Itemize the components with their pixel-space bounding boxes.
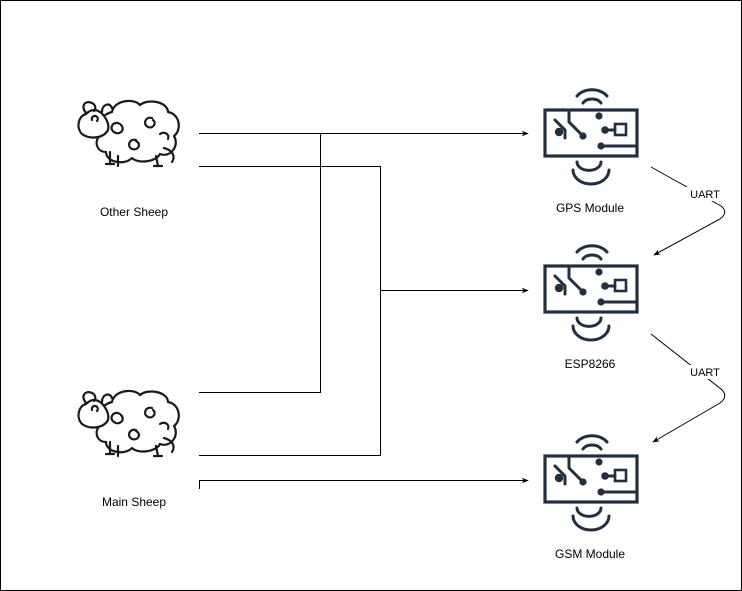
- gps-module-label: GPS Module: [556, 201, 624, 215]
- node-gsm-module[interactable]: GSM Module: [543, 434, 639, 561]
- edge-label-esp-to-gsm: UART: [686, 365, 724, 379]
- node-other-sheep[interactable]: Other Sheep: [77, 99, 180, 219]
- connector-main-sheep-to-gsm: [199, 477, 529, 489]
- connector-esp-to-gsm: [650, 333, 726, 443]
- uart-label-esp-gsm: UART: [690, 367, 720, 379]
- connector-main-sheep-to-gps: [199, 133, 321, 393]
- connector-gps-to-esp: [650, 166, 726, 256]
- other-sheep-label: Other Sheep: [100, 205, 168, 219]
- uart-label-gps-esp: UART: [690, 189, 720, 201]
- connector-other-sheep-to-esp: [199, 166, 529, 294]
- esp8266-label: ESP8266: [565, 357, 616, 371]
- node-gps-module[interactable]: GPS Module: [543, 88, 639, 215]
- gsm-module-label: GSM Module: [555, 547, 625, 561]
- edge-label-gps-to-esp: UART: [686, 187, 724, 201]
- node-esp8266[interactable]: ESP8266: [543, 244, 639, 371]
- connector-main-sheep-to-esp: [199, 290, 381, 456]
- main-sheep-label: Main Sheep: [102, 495, 166, 509]
- node-main-sheep[interactable]: Main Sheep: [77, 389, 180, 509]
